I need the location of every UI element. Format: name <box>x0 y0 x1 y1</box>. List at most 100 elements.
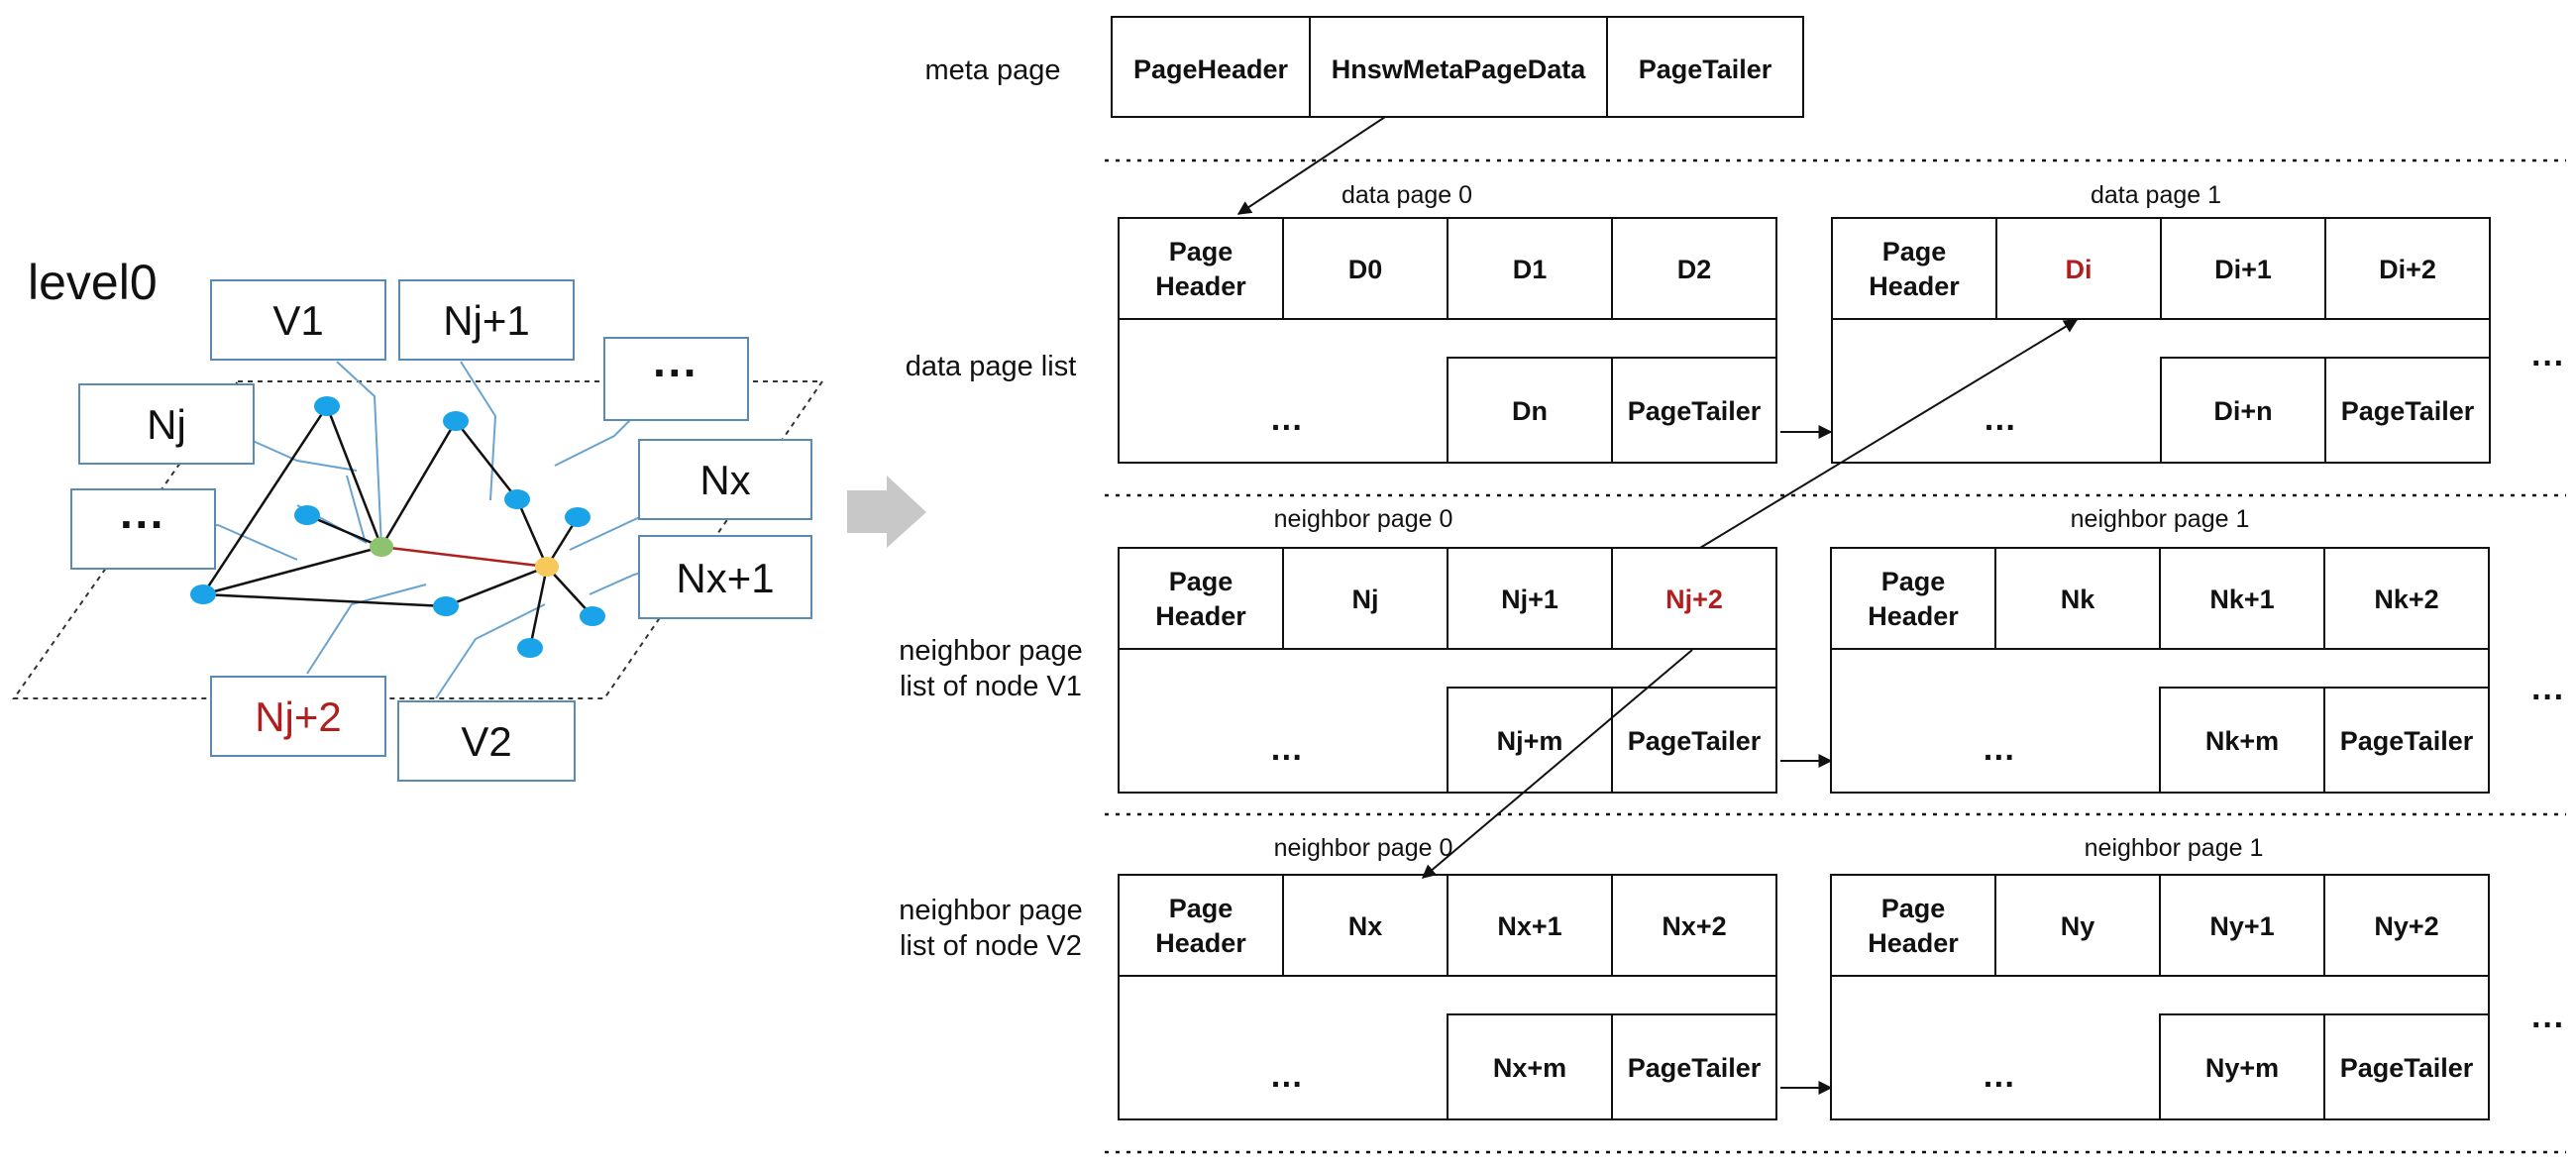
neighbor-v1-label-line2: list of node V1 <box>900 671 1082 702</box>
node-v2 <box>535 557 559 577</box>
node-label-nj1: Nj+1 <box>443 297 530 344</box>
page-cell: Ny <box>2061 911 2095 941</box>
neighbor-v1-continuation: ··· <box>2531 679 2565 716</box>
node-label-v2: V2 <box>461 718 511 765</box>
neighbor-v1-label-line1: neighbor page <box>899 635 1082 667</box>
page-header-line2: Header <box>1868 601 1959 631</box>
nj2-to-di-arrow <box>1699 319 2079 549</box>
meta-page-label: meta page <box>924 54 1060 86</box>
neighbor-v2-label-line1: neighbor page <box>899 895 1082 926</box>
node-label-nx: Nx <box>699 457 750 503</box>
graph-node <box>294 505 320 525</box>
page-cell: Nk <box>2061 584 2095 614</box>
graph-nodes <box>190 396 605 658</box>
neighbor-v2-continuation: ··· <box>2531 1007 2565 1044</box>
node-label-nj: Nj <box>147 401 186 448</box>
section-separators <box>1105 159 2566 1154</box>
graph-node <box>504 489 530 509</box>
page-cell: Nx+1 <box>1497 911 1561 941</box>
graph-node <box>433 596 459 616</box>
node-label-dots-left: ··· <box>120 498 165 550</box>
page-header-line2: Header <box>1155 601 1246 631</box>
graph-node <box>580 606 605 626</box>
page-last-cell: Nj+m <box>1497 726 1563 756</box>
meta-page-header: PageHeader <box>1133 54 1289 84</box>
page-ellipsis: … <box>1269 730 1303 768</box>
page-title: data page 1 <box>2091 181 2221 209</box>
neighbor-v2-label-line2: list of node V2 <box>900 930 1082 962</box>
page-title: data page 0 <box>1342 181 1472 209</box>
transform-arrow-icon <box>847 476 926 548</box>
meta-to-data-arrow <box>1236 116 1386 215</box>
page-header-line1: Page <box>1881 894 1946 923</box>
page-title: neighbor page 1 <box>2071 505 2250 533</box>
page-header-line1: Page <box>1881 567 1946 596</box>
page-title: neighbor page 1 <box>2085 834 2264 862</box>
graph-edges <box>201 405 593 649</box>
page-header-line2: Header <box>1869 271 1960 301</box>
page-ellipsis: … <box>1269 400 1303 438</box>
page-cell: Nj+2 <box>1665 584 1723 614</box>
pointer-arrows <box>1236 116 2079 1095</box>
page-cell: Nx <box>1348 911 1383 941</box>
nj2-to-neighbor-v2-arrow <box>1421 649 1693 879</box>
page-tailer: PageTailer <box>2340 726 2474 756</box>
page-ellipsis: … <box>1983 400 2016 438</box>
page-tailer: PageTailer <box>1628 396 1762 426</box>
page-cell: Ny+1 <box>2209 911 2274 941</box>
page-tailer: PageTailer <box>2340 1053 2474 1083</box>
level0-graph: level0 <box>12 255 824 782</box>
page-cell: Ny+2 <box>2374 911 2438 941</box>
page-ellipsis: … <box>1269 1057 1303 1095</box>
node-label-boxes <box>70 279 812 782</box>
page-cell: Nj+1 <box>1501 584 1558 614</box>
highlight-edge <box>380 545 548 569</box>
page-tailer: PageTailer <box>1628 726 1762 756</box>
page-cell: D1 <box>1513 255 1548 284</box>
page-title: neighbor page 0 <box>1274 505 1453 533</box>
page-header-line1: Page <box>1169 567 1234 596</box>
page-cell: D0 <box>1348 255 1383 284</box>
page-cell: Nx+2 <box>1662 911 1726 941</box>
page-title: neighbor page 0 <box>1274 834 1453 862</box>
page-tailer: PageTailer <box>2341 396 2475 426</box>
page-cell: Nk+1 <box>2209 584 2274 614</box>
meta-page-tailer: PageTailer <box>1639 54 1772 84</box>
meta-page: PageHeader HnswMetaPageData PageTailer <box>1111 16 1804 118</box>
page-last-cell: Nx+m <box>1493 1053 1566 1083</box>
page-cell: Di <box>2066 255 2093 284</box>
node-label-nx1: Nx+1 <box>676 555 774 601</box>
level-label: level0 <box>28 255 158 310</box>
page-cell: D2 <box>1677 255 1712 284</box>
data-page-list-label: data page list <box>906 351 1077 382</box>
page-cell: Di+1 <box>2214 255 2272 284</box>
page-last-cell: Nk+m <box>2205 726 2279 756</box>
page-header-line1: Page <box>1169 237 1234 266</box>
graph-node <box>190 584 216 604</box>
page-tailer: PageTailer <box>1628 1053 1762 1083</box>
page-cell: Di+2 <box>2379 255 2436 284</box>
page-last-cell: Dn <box>1512 396 1548 426</box>
graph-node <box>443 411 469 431</box>
meta-page-data: HnswMetaPageData <box>1332 54 1587 84</box>
node-v1 <box>370 537 393 557</box>
data-pages-continuation: ··· <box>2531 345 2565 382</box>
graph-node <box>565 507 590 527</box>
page-last-cell: Ny+m <box>2205 1053 2279 1083</box>
page-header-line2: Header <box>1155 928 1246 958</box>
page-cell: Nk+2 <box>2374 584 2438 614</box>
page-ellipsis: … <box>1982 1057 2015 1095</box>
page-header-line1: Page <box>1882 237 1947 266</box>
node-label-nj2: Nj+2 <box>255 693 342 740</box>
page-last-cell: Di+n <box>2213 396 2272 426</box>
node-label-dots-top: ··· <box>653 347 698 398</box>
graph-node <box>517 638 543 658</box>
graph-node <box>314 396 340 416</box>
page-header-line1: Page <box>1169 894 1234 923</box>
page-cell: Nj <box>1352 584 1379 614</box>
page-header-line2: Header <box>1868 928 1959 958</box>
node-label-v1: V1 <box>272 297 323 344</box>
page-header-line2: Header <box>1155 271 1246 301</box>
